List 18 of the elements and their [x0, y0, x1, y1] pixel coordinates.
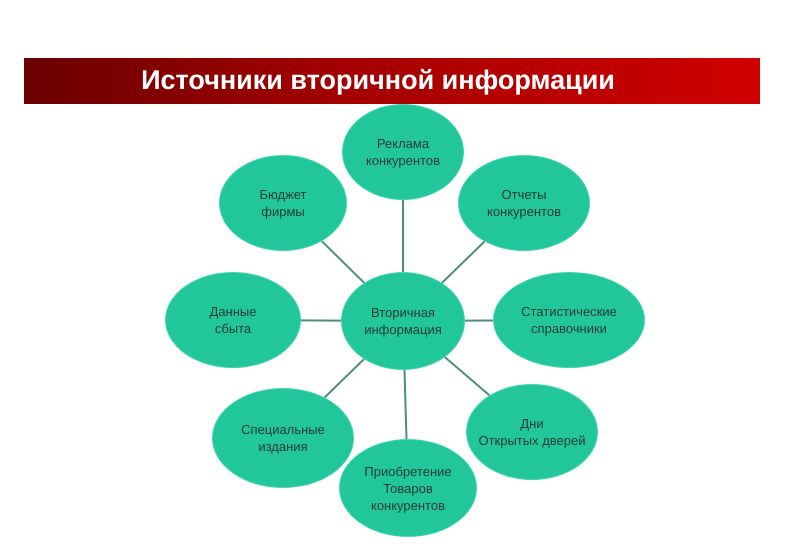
node-text: Отчеты конкурентов: [486, 186, 561, 220]
connector-line: [465, 320, 493, 322]
connector-line: [404, 370, 408, 440]
connector-line: [324, 358, 365, 398]
node-text: Приобретение Товаров конкурентов: [364, 462, 452, 514]
node-text: Вторичная информация: [364, 304, 442, 338]
connector-line: [301, 319, 341, 322]
node-text: Данные сбыта: [210, 303, 256, 337]
node-text: Реклама конкурентов: [366, 135, 440, 169]
node-text: Специальные издания: [241, 421, 325, 455]
connector-line: [321, 240, 365, 284]
node-text: Дни Открытых дверей: [478, 415, 586, 449]
connector-line: [444, 356, 490, 396]
connector-line: [402, 200, 404, 272]
node-text: Бюджет фирмы: [259, 186, 307, 220]
connector-line: [441, 240, 486, 284]
node-text: Статистические справочники: [521, 303, 617, 337]
diagram-title: Источники вторичной информации: [141, 66, 615, 96]
